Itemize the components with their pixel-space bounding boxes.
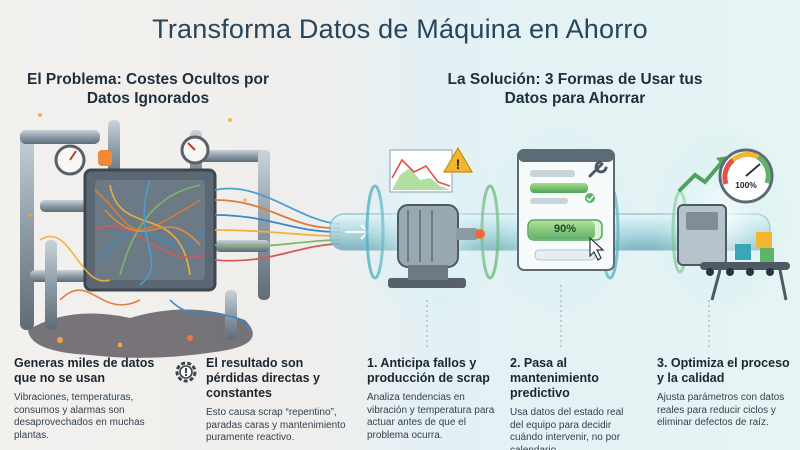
card-unused-data: Generas miles de datos que no se usan Vi… — [14, 356, 164, 442]
data-cables — [214, 187, 341, 262]
card-body: Vibraciones, temperaturas, consumos y al… — [14, 392, 145, 441]
broken-machine-illustration — [20, 113, 270, 358]
card-heading: El resultado son pérdidas directas y con… — [206, 356, 320, 400]
card-body: Usa datos del estado real del equipo par… — [510, 407, 624, 450]
card-body: Ajusta parámetros con datos reales para … — [657, 392, 785, 428]
warning-gear-icon — [175, 361, 197, 383]
card-body: Analiza tendencias en vibración y temper… — [367, 392, 495, 441]
card-heading: 3. Optimiza el proceso y la calidad — [657, 356, 790, 385]
progress-value: 90% — [553, 223, 577, 235]
card-optimize-process: 3. Optimiza el proceso y la calidad Ajus… — [657, 356, 792, 430]
card-heading: 2. Pasa al mantenimiento predictivo — [510, 356, 599, 400]
svg-text:!: ! — [456, 156, 461, 172]
dashboard-illustration — [485, 125, 635, 315]
solution-heading: La Solución: 3 Formas de Usar tus Datos … — [447, 71, 703, 107]
page-title: Transforma Datos de Máquina en Ahorro — [152, 14, 648, 44]
card-body: Esto causa scrap “repentino”, paradas ca… — [206, 407, 346, 443]
card-heading: 1. Anticipa fallos y producción de scrap — [367, 356, 490, 385]
problem-heading: El Problema: Costes Ocultos por Datos Ig… — [26, 71, 270, 107]
card-heading: Generas miles de datos que no se usan — [14, 356, 155, 385]
gauge-value: 100% — [735, 180, 757, 190]
motor-analysis-illustration: ! — [360, 140, 500, 320]
card-anticipate-failures: 1. Anticipa fallos y producción de scrap… — [367, 356, 497, 442]
optimization-illustration — [650, 125, 790, 315]
card-predictive-maintenance: 2. Pasa al mantenimiento predictivo Usa … — [510, 356, 638, 450]
card-direct-losses: El resultado son pérdidas directas y con… — [206, 356, 351, 445]
